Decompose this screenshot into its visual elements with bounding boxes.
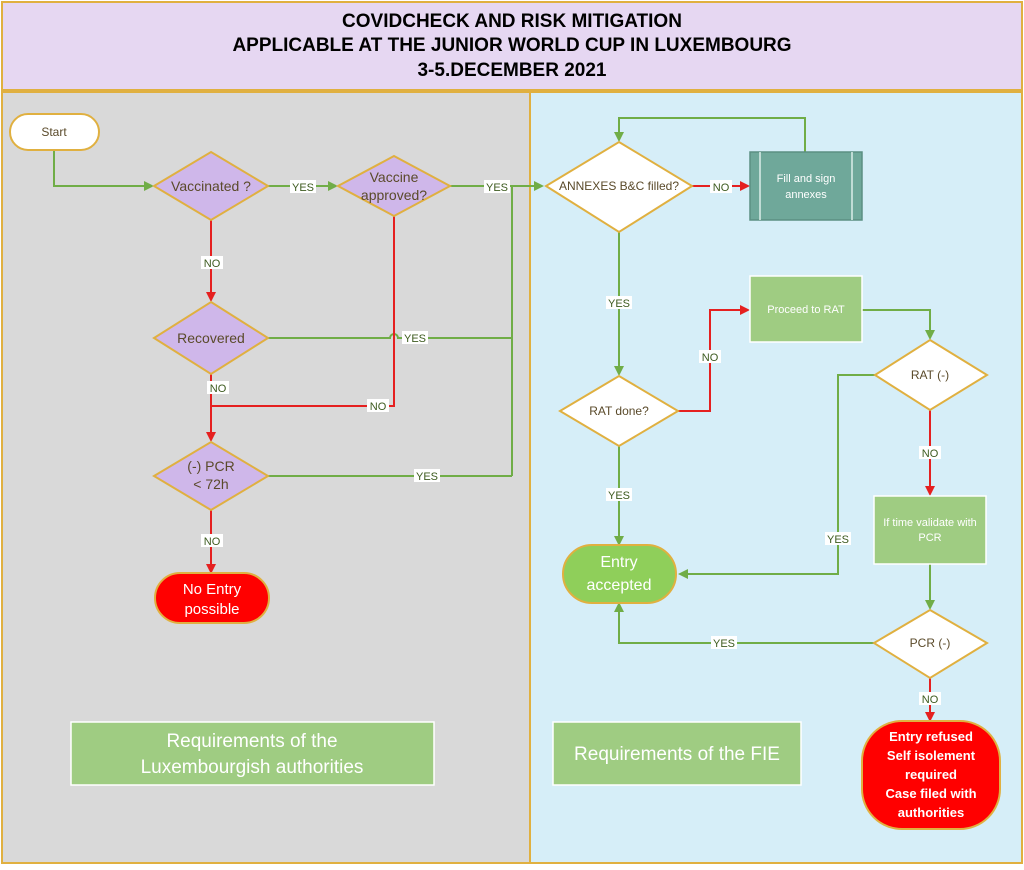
svg-text:No Entry: No Entry bbox=[183, 581, 242, 598]
svg-text:Start: Start bbox=[41, 125, 67, 139]
svg-text:Recovered: Recovered bbox=[177, 330, 245, 346]
title-line-1: COVIDCHECK AND RISK MITIGATION bbox=[342, 11, 682, 32]
svg-text:Vaccine: Vaccine bbox=[370, 169, 419, 185]
svg-text:< 72h: < 72h bbox=[193, 476, 228, 492]
svg-text:NO: NO bbox=[204, 536, 221, 548]
title-line-3: 3-5.DECEMBER 2021 bbox=[417, 60, 606, 81]
edge-label-yes-annexes: YES bbox=[606, 296, 632, 310]
edge-labels: YES YES NO YES NO NO YES NO bbox=[201, 180, 941, 706]
node-pcr-72h: (-) PCR < 72h bbox=[152, 440, 270, 512]
svg-text:NO: NO bbox=[204, 258, 221, 270]
edge-label-yes-ratdone: YES bbox=[606, 488, 632, 502]
right-panel-caption: Requirements of the FIE bbox=[552, 721, 802, 786]
svg-text:Case filed with: Case filed with bbox=[885, 786, 976, 801]
node-vaccine-approved: Vaccine approved? bbox=[335, 154, 453, 218]
svg-text:YES: YES bbox=[292, 182, 314, 194]
node-no-entry: No Entry possible bbox=[154, 572, 270, 624]
edges bbox=[53, 117, 935, 722]
node-pcr-negative: PCR (-) bbox=[872, 608, 989, 680]
svg-text:Requirements of the: Requirements of the bbox=[166, 731, 337, 752]
node-vaccinated: Vaccinated ? bbox=[152, 150, 270, 222]
edge-label-yes-recovered: YES bbox=[402, 331, 428, 345]
edge-label-no-ratneg: NO bbox=[919, 446, 941, 460]
edge-label-yes-pcr: YES bbox=[414, 469, 440, 483]
edge-label-no-pcrneg: NO bbox=[919, 692, 941, 706]
svg-text:YES: YES bbox=[827, 534, 849, 546]
edge-start-vaccinated bbox=[53, 150, 154, 191]
edge-label-no-approved: NO bbox=[367, 399, 389, 413]
svg-text:possible: possible bbox=[184, 601, 239, 618]
edge-proceed-ratneg bbox=[862, 309, 935, 340]
svg-text:Requirements of the FIE: Requirements of the FIE bbox=[574, 744, 780, 765]
svg-text:NO: NO bbox=[922, 694, 939, 706]
node-fill-sign: Fill and sign annexes bbox=[749, 151, 863, 221]
svg-text:annexes: annexes bbox=[785, 189, 827, 201]
svg-text:Fill and sign: Fill and sign bbox=[777, 173, 836, 185]
svg-text:YES: YES bbox=[608, 490, 630, 502]
node-time-validate: If time validate with PCR bbox=[873, 495, 987, 565]
edge-label-no-annexes: NO bbox=[710, 180, 732, 194]
edge-approved-pcr bbox=[211, 216, 395, 407]
svg-text:accepted: accepted bbox=[587, 577, 652, 594]
svg-text:NO: NO bbox=[210, 383, 227, 395]
svg-text:NO: NO bbox=[713, 182, 730, 194]
svg-text:RAT (-): RAT (-) bbox=[911, 368, 949, 382]
node-annexes-filled: ANNEXES B&C filled? bbox=[544, 140, 694, 234]
svg-text:Vaccinated ?: Vaccinated ? bbox=[171, 178, 251, 194]
edge-label-yes-approved: YES bbox=[484, 180, 510, 194]
edge-label-yes-ratneg: YES bbox=[825, 532, 851, 546]
svg-text:YES: YES bbox=[608, 298, 630, 310]
title-banner bbox=[1, 1, 1023, 91]
svg-text:PCR (-): PCR (-) bbox=[910, 636, 951, 650]
svg-text:YES: YES bbox=[416, 471, 438, 483]
svg-text:Luxembourgish authorities: Luxembourgish authorities bbox=[141, 757, 364, 778]
svg-text:Self isolement: Self isolement bbox=[887, 748, 976, 763]
edge-pcrneg-accepted bbox=[614, 602, 874, 644]
svg-text:authorities: authorities bbox=[898, 805, 964, 820]
node-entry-refused: Entry refused Self isolement required Ca… bbox=[861, 720, 1001, 830]
svg-text:Entry: Entry bbox=[600, 554, 637, 571]
svg-text:If time validate with: If time validate with bbox=[883, 517, 977, 529]
node-rat-negative: RAT (-) bbox=[873, 338, 989, 412]
edge-label-no-ratdone: NO bbox=[699, 350, 721, 364]
node-recovered: Recovered bbox=[152, 300, 270, 376]
title-line-2: APPLICABLE AT THE JUNIOR WORLD CUP IN LU… bbox=[232, 35, 791, 56]
edge-label-no-vacc: NO bbox=[201, 256, 223, 270]
edge-label-no-pcr: NO bbox=[201, 534, 223, 548]
svg-text:required: required bbox=[905, 767, 957, 782]
edge-ratneg-accepted bbox=[678, 374, 875, 579]
edge-label-yes-vacc: YES bbox=[290, 180, 316, 194]
node-start: Start bbox=[9, 113, 100, 151]
svg-text:Entry refused: Entry refused bbox=[889, 729, 973, 744]
left-panel-caption: Requirements of the Luxembourgish author… bbox=[70, 721, 435, 786]
svg-text:NO: NO bbox=[702, 352, 719, 364]
node-rat-done: RAT done? bbox=[558, 374, 680, 448]
svg-text:RAT done?: RAT done? bbox=[589, 404, 649, 418]
edge-label-yes-pcrneg: YES bbox=[711, 636, 737, 650]
svg-text:YES: YES bbox=[713, 638, 735, 650]
svg-text:ANNEXES B&C filled?: ANNEXES B&C filled? bbox=[559, 179, 679, 193]
svg-text:approved?: approved? bbox=[361, 187, 427, 203]
node-proceed-rat: Proceed to RAT bbox=[749, 275, 863, 343]
edge-fill-annexes bbox=[614, 117, 806, 152]
svg-text:PCR: PCR bbox=[918, 532, 941, 544]
edge-label-no-recovered: NO bbox=[207, 381, 229, 395]
svg-text:Proceed to RAT: Proceed to RAT bbox=[767, 304, 845, 316]
svg-text:YES: YES bbox=[486, 182, 508, 194]
svg-text:YES: YES bbox=[404, 333, 426, 345]
node-entry-accepted: Entry accepted bbox=[562, 544, 677, 604]
svg-text:(-) PCR: (-) PCR bbox=[187, 458, 234, 474]
svg-text:NO: NO bbox=[922, 448, 939, 460]
svg-text:NO: NO bbox=[370, 401, 387, 413]
